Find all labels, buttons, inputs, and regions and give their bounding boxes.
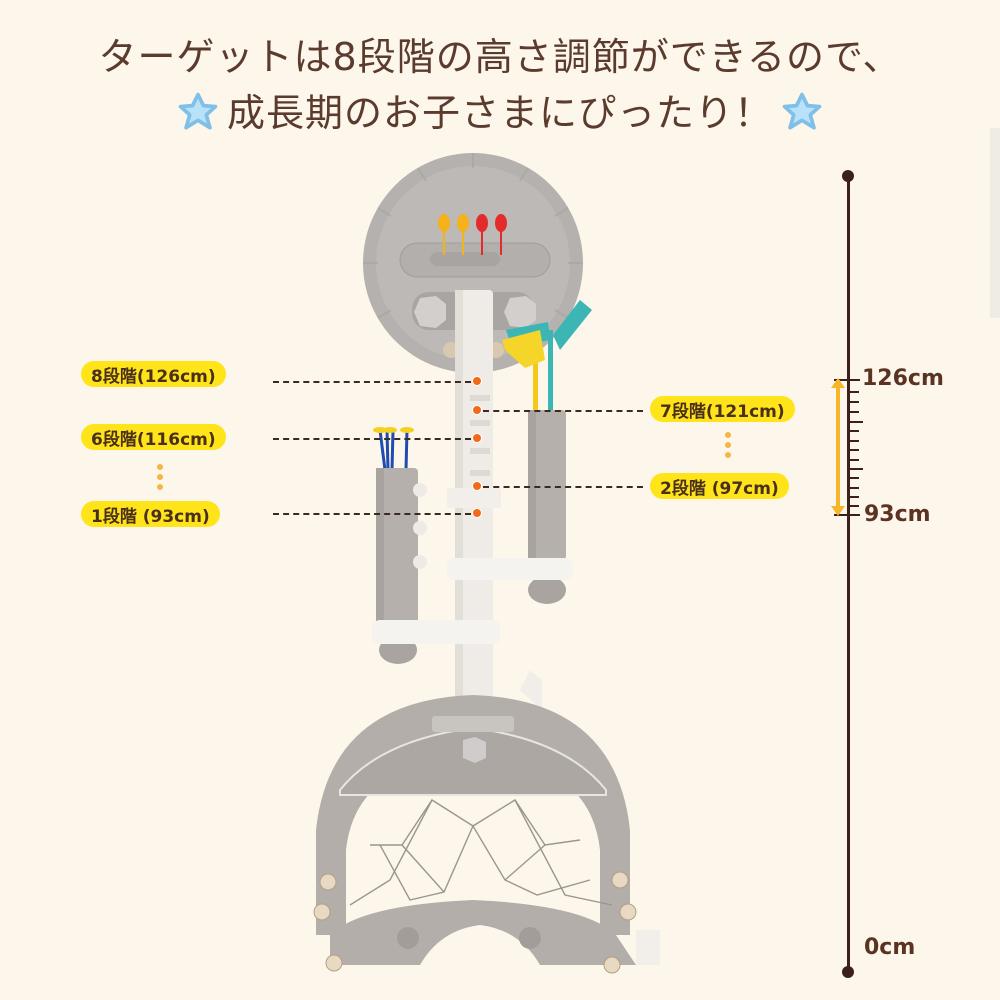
- edge-panel: [990, 128, 1000, 318]
- dart-red-1: [476, 214, 488, 255]
- headline-line-1: ターゲットは8段階の高さ調節ができるので、: [98, 35, 902, 79]
- height-ruler: [847, 175, 850, 972]
- ruler-label-93: 93cm: [864, 502, 931, 527]
- ellipsis-dots-left: [157, 464, 163, 494]
- tick: [849, 401, 859, 403]
- star-icon: [782, 92, 822, 130]
- level-marker-8: [472, 376, 482, 386]
- tick: [849, 477, 859, 479]
- headline-line-2: 成長期のお子さまにぴったり！: [0, 90, 1000, 136]
- level-label-7: 7段階(121cm): [650, 396, 795, 422]
- ruler-top-cap: [842, 170, 854, 182]
- leader-line-2: [483, 486, 643, 488]
- leader-line-1: [273, 513, 471, 515]
- tick: [849, 468, 863, 470]
- dart-red-2: [495, 214, 507, 255]
- dart-yellow-2: [457, 214, 469, 255]
- leader-line-8: [273, 381, 471, 383]
- tick: [849, 430, 859, 432]
- tick: [849, 440, 859, 442]
- level-marker-1: [472, 508, 482, 518]
- level-label-6: 6段階(116cm): [81, 424, 226, 450]
- ruler-bottom-cap: [842, 966, 854, 978]
- level-label-2: 2段階 (97cm): [650, 473, 789, 499]
- headline-text: 成長期のお子さまにぴったり！: [226, 91, 773, 135]
- leader-line-7: [483, 410, 643, 412]
- tick: [849, 496, 859, 498]
- tick: [849, 421, 863, 423]
- ellipsis-dots-right: [725, 432, 731, 462]
- arrows: [378, 429, 409, 471]
- level-marker-6: [472, 433, 482, 443]
- ruler-label-0: 0cm: [864, 935, 916, 960]
- golf-clubs: [502, 300, 592, 415]
- goal-base: [313, 670, 660, 974]
- tick: [849, 487, 859, 489]
- tick: [849, 411, 859, 413]
- level-label-8: 8段階(126cm): [81, 361, 226, 387]
- tick-top: [834, 379, 860, 381]
- tick: [849, 459, 859, 461]
- tick: [849, 449, 859, 451]
- range-arrow-icon: [831, 378, 845, 516]
- leader-line-6: [273, 438, 471, 440]
- level-marker-2: [472, 481, 482, 491]
- tick: [849, 391, 859, 393]
- tick-bottom: [834, 514, 860, 516]
- level-marker-7: [472, 405, 482, 415]
- dart-yellow-1: [438, 214, 450, 255]
- star-icon: [178, 92, 218, 130]
- tick: [849, 505, 859, 507]
- level-label-1: 1段階 (93cm): [81, 501, 220, 527]
- ruler-label-126: 126cm: [862, 366, 944, 391]
